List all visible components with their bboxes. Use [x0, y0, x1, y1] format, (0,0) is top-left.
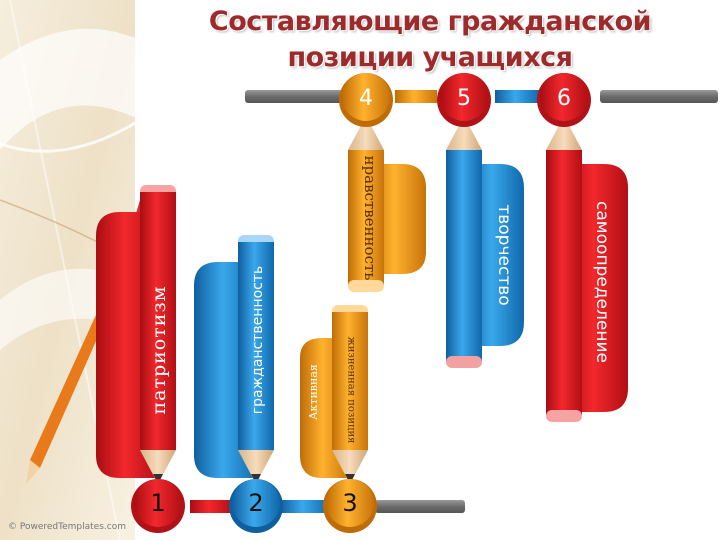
label-active-line-1: Активная: [307, 364, 320, 420]
number-5: 5: [457, 86, 471, 111]
pencil-4: [348, 116, 384, 292]
label-creativity: творчество: [494, 204, 514, 305]
number-6: 6: [557, 86, 571, 111]
label-citizenship: гражданственность: [250, 266, 266, 415]
component-5-creativity: творчество 5: [437, 73, 524, 368]
pencil-3: [332, 305, 368, 484]
label-morality: нравственность: [361, 156, 379, 281]
pencil-5: [446, 116, 482, 368]
label-patriotism: патриотизм: [148, 285, 170, 414]
pencil-1: [140, 185, 176, 484]
component-4-morality: нравственность 4: [339, 73, 426, 292]
top-connector-bar: [245, 90, 718, 103]
page-title: Составляющие гражданской позиции учащихс…: [208, 6, 652, 73]
component-6-self-determination: самоопределение 6: [537, 73, 628, 422]
component-1-patriotism: патриотизм 1: [96, 185, 185, 533]
number-2: 2: [248, 489, 263, 517]
pencil-6: [546, 116, 582, 422]
pencil-2: [238, 235, 274, 484]
label-active-line-2: жизненная позиция: [346, 337, 357, 444]
number-3: 3: [342, 489, 357, 517]
component-2-citizenship: гражданственность 2: [194, 235, 283, 533]
number-1: 1: [150, 489, 165, 517]
label-self-determination: самоопределение: [592, 201, 612, 363]
watermark: © PoweredTemplates.com: [8, 522, 126, 532]
component-3-active-position: Активная жизненная позиция 3: [300, 305, 377, 533]
number-4: 4: [359, 86, 373, 111]
